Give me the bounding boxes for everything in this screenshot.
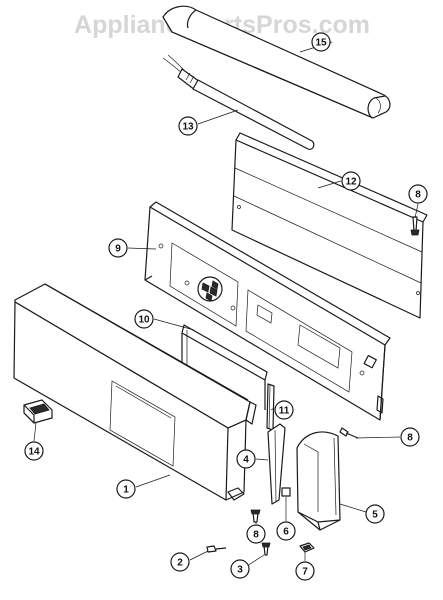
callout-8-bottom-label: 8: [253, 530, 259, 541]
part-screw-upper: [410, 216, 420, 236]
callout-7: 7: [295, 561, 315, 581]
callout-12: 12: [341, 171, 361, 191]
callout-7-label: 7: [302, 567, 308, 578]
callout-13-label: 13: [182, 122, 194, 133]
callout-8-upper-label: 8: [415, 190, 421, 201]
part-label: [281, 487, 291, 497]
callout-14-label: 14: [28, 447, 40, 458]
callout-2: 2: [170, 552, 190, 572]
callout-9: 9: [108, 238, 128, 258]
callout-10-label: 10: [138, 315, 150, 326]
callout-15-label: 15: [315, 38, 327, 49]
part-strip: [266, 383, 275, 431]
part-back-panel: [231, 132, 428, 319]
part-fluorescent-lamp: [162, 54, 315, 150]
part-end-cap: [296, 431, 341, 531]
callout-12-label: 12: [345, 177, 357, 188]
part-screw-right: [339, 427, 359, 439]
callout-10: 10: [134, 309, 154, 329]
callout-3-label: 3: [237, 565, 243, 576]
part-control-panel: [144, 201, 391, 421]
part-light-cover: [162, 5, 391, 119]
part-screw-bottom: [250, 509, 261, 523]
callout-4: 4: [236, 449, 256, 469]
callout-8-right-label: 8: [407, 433, 413, 444]
callout-5-label: 5: [372, 510, 378, 521]
callout-1-label: 1: [123, 485, 129, 496]
callout-14: 14: [24, 441, 44, 461]
callout-13: 13: [178, 116, 198, 136]
callout-8-bottom: 8: [246, 524, 266, 544]
callout-8-right: 8: [400, 427, 420, 447]
part-button-plug: [23, 399, 53, 424]
part-screw-left: [206, 545, 227, 553]
callout-5: 5: [365, 504, 385, 524]
part-keypad-cluster: [197, 276, 223, 302]
callout-11-label: 11: [279, 406, 290, 417]
callout-3: 3: [230, 559, 250, 579]
callout-11: 11: [274, 400, 294, 420]
callout-15: 15: [311, 32, 331, 52]
callout-6: 6: [276, 521, 296, 541]
callout-4-label: 4: [243, 455, 249, 466]
part-screw-lower: [261, 542, 271, 556]
callout-2-label: 2: [177, 558, 183, 569]
part-side-trim: [267, 423, 286, 505]
callout-9-label: 9: [115, 244, 121, 255]
callout-8-upper: 8: [408, 184, 428, 204]
callout-6-label: 6: [283, 527, 289, 538]
part-clip: [299, 542, 315, 553]
callout-1: 1: [116, 479, 136, 499]
part-window-gasket: [181, 324, 268, 410]
